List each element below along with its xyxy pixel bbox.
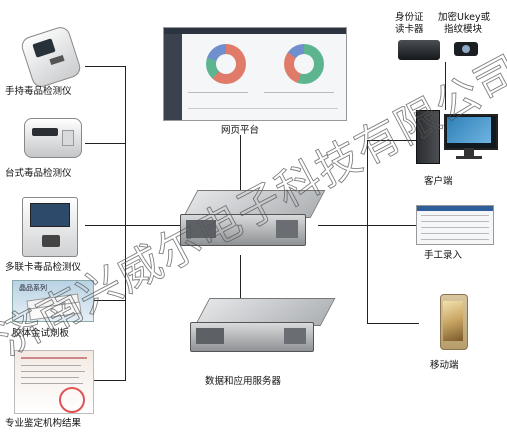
database-server-label: 数据和应用服务器 bbox=[205, 376, 282, 387]
client-to-ukey-line bbox=[445, 62, 446, 110]
handheld-detector-label: 手持毒品检测仪 bbox=[5, 86, 72, 97]
mobile-connector bbox=[367, 323, 419, 324]
web-platform-screenshot bbox=[163, 27, 347, 121]
handheld-connector bbox=[85, 66, 126, 67]
id-reader-image bbox=[398, 40, 440, 60]
manual-connector bbox=[367, 225, 419, 226]
web-platform-label: 网页平台 bbox=[221, 125, 260, 136]
main-server-image bbox=[180, 190, 326, 256]
client-pc-image bbox=[416, 104, 498, 164]
mobile-label: 移动端 bbox=[430, 360, 459, 371]
manual-entry-label: 手工录入 bbox=[424, 250, 463, 261]
multicard-detector-image bbox=[20, 193, 80, 259]
manual-entry-screenshot bbox=[416, 205, 494, 245]
left-to-server-line bbox=[125, 225, 182, 226]
ukey-device-image bbox=[454, 42, 478, 56]
agency-connector bbox=[92, 380, 126, 381]
reagent-header-text: 晶品系列 bbox=[19, 284, 47, 292]
multicard-connector bbox=[85, 225, 126, 226]
client-connector bbox=[367, 140, 419, 141]
web-to-server-line bbox=[240, 135, 241, 192]
desktop-connector bbox=[85, 143, 126, 144]
database-server-image bbox=[190, 298, 336, 360]
colloidal-reagent-image: 晶品系列 bbox=[12, 280, 94, 322]
mobile-phone-image bbox=[440, 294, 468, 350]
client-label: 客户端 bbox=[424, 176, 453, 187]
ukey-label-1: 加密Ukey或 bbox=[438, 12, 491, 23]
ukey-label-2: 指纹模块 bbox=[444, 24, 483, 35]
agency-result-label: 专业鉴定机构结果 bbox=[5, 418, 82, 429]
id-reader-label-2: 读卡器 bbox=[395, 24, 424, 35]
colloidal-connector bbox=[92, 300, 126, 301]
desktop-detector-label: 台式毒品检测仪 bbox=[5, 168, 72, 179]
desktop-detector-image bbox=[20, 108, 84, 162]
agency-result-image bbox=[14, 350, 94, 414]
left-vertical-line bbox=[125, 66, 126, 381]
id-reader-label-1: 身份证 bbox=[395, 12, 424, 23]
multicard-detector-label: 多联卡毒品检测仪 bbox=[5, 262, 82, 273]
right-vertical-line bbox=[367, 140, 368, 324]
colloidal-reagent-label: 胶体金试剂板 bbox=[12, 328, 70, 339]
handheld-detector-image bbox=[19, 24, 83, 90]
server-to-dbserver-line bbox=[240, 255, 241, 303]
server-to-right-line bbox=[318, 225, 368, 226]
